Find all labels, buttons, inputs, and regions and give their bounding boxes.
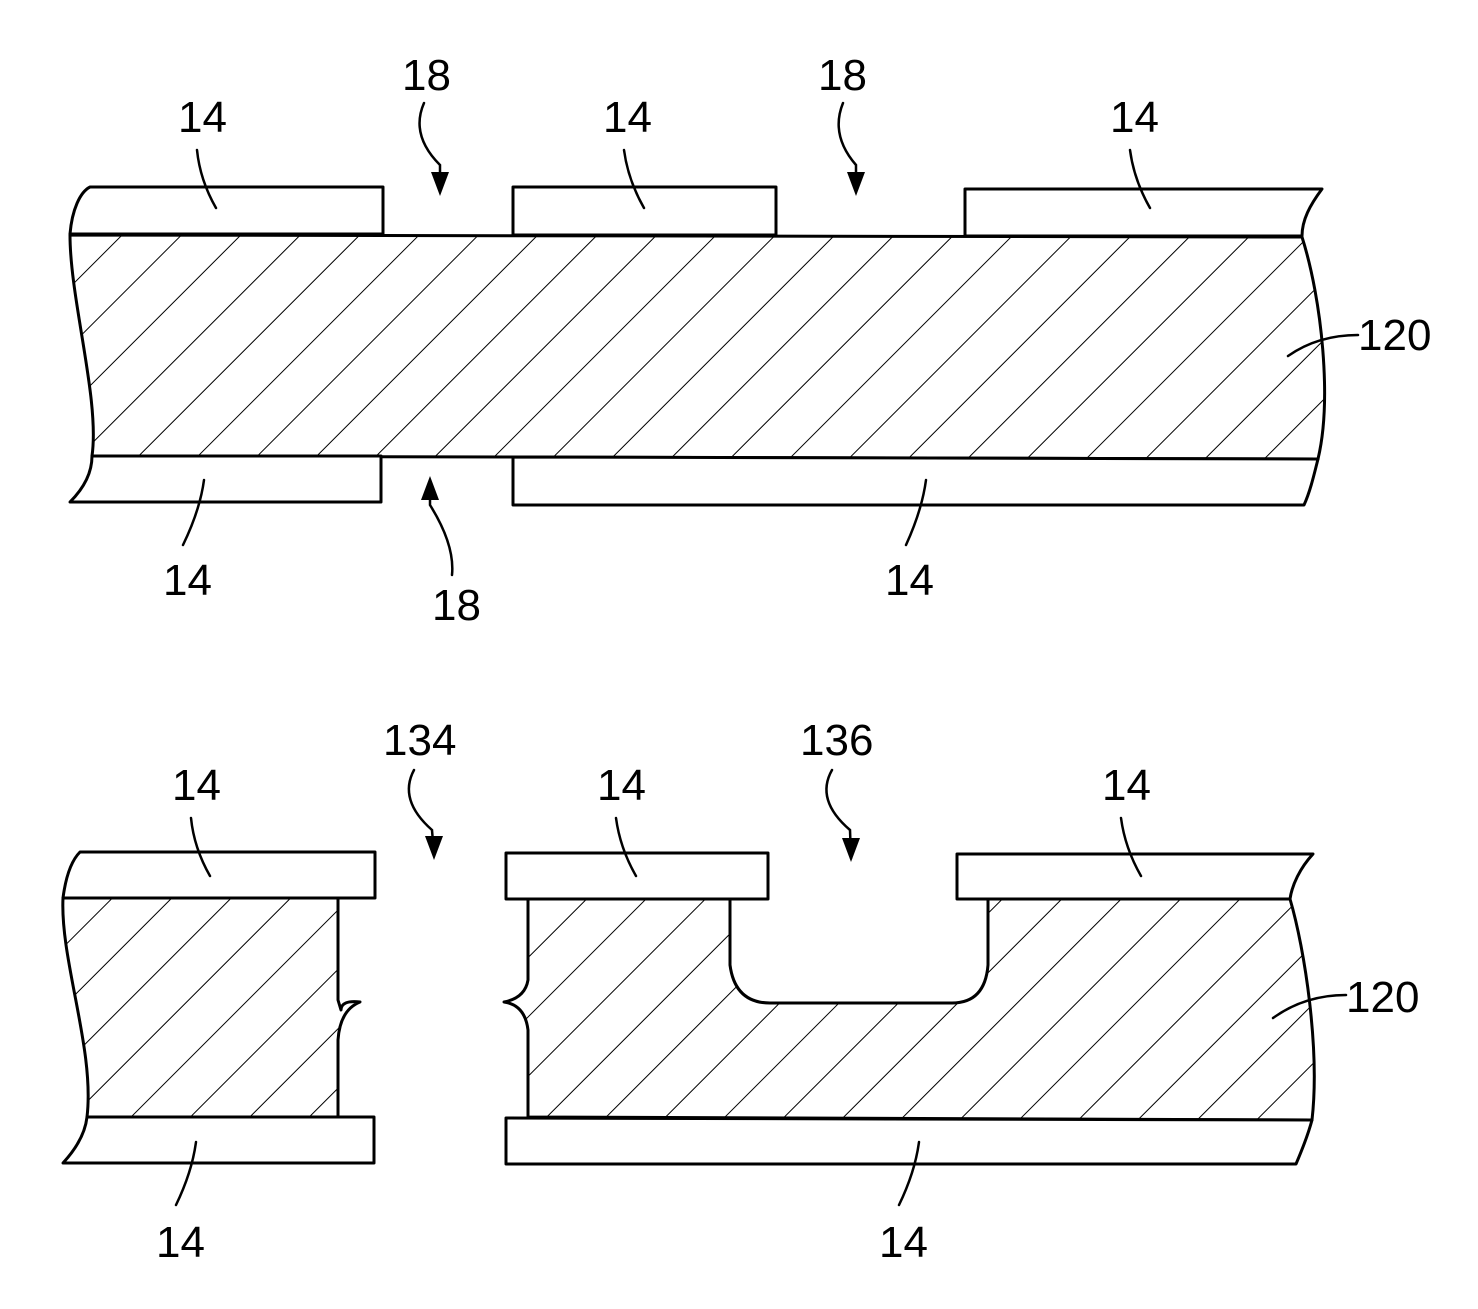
mask2-top-right: [957, 854, 1313, 899]
label2-mask-top-middle: 14: [597, 761, 646, 810]
label-mask-top-middle: 14: [603, 93, 652, 142]
mask-bottom-left: [70, 456, 381, 502]
mask-top-left: [70, 187, 383, 234]
label2-mask-top-left: 14: [172, 761, 221, 810]
substrate-120-bottom-right: [500, 890, 1330, 1125]
label-through-hole: 134: [383, 716, 456, 765]
label2-mask-bottom-left: 14: [156, 1218, 205, 1267]
arrowhead2-blind-cavity: [842, 838, 860, 862]
label-opening-bottom: 18: [432, 581, 481, 630]
top-view: 14 14 14 14 14 18 18 18 120: [60, 51, 1431, 630]
label2-mask-top-right: 14: [1102, 761, 1151, 810]
arrowhead2-through-hole: [425, 836, 443, 860]
label2-mask-bottom-right: 14: [879, 1218, 928, 1267]
label-mask-bottom-right: 14: [885, 556, 934, 605]
label-substrate-top: 120: [1358, 311, 1431, 360]
arrowhead-top-right: [847, 172, 865, 196]
bottom-view: 14 14 14 14 14 134 136 120: [55, 716, 1419, 1267]
mask-bottom-right: [513, 457, 1318, 505]
label-opening-top-right: 18: [818, 51, 867, 100]
mask2-top-left: [63, 852, 375, 898]
mask-top-middle: [513, 187, 776, 235]
arrowhead-top-left: [431, 172, 449, 196]
label-substrate-bottom: 120: [1346, 973, 1419, 1022]
arrowhead-bottom: [421, 476, 439, 500]
label-mask-top-left: 14: [178, 93, 227, 142]
substrate-120-top: [60, 225, 1340, 465]
label-blind-cavity: 136: [800, 716, 873, 765]
substrate-120-bottom-left: [55, 890, 375, 1125]
label-mask-top-right: 14: [1110, 93, 1159, 142]
label-mask-bottom-left: 14: [163, 556, 212, 605]
mask2-bottom-right: [506, 1118, 1312, 1164]
mask2-bottom-left: [63, 1117, 374, 1163]
label-opening-top-left: 18: [402, 51, 451, 100]
